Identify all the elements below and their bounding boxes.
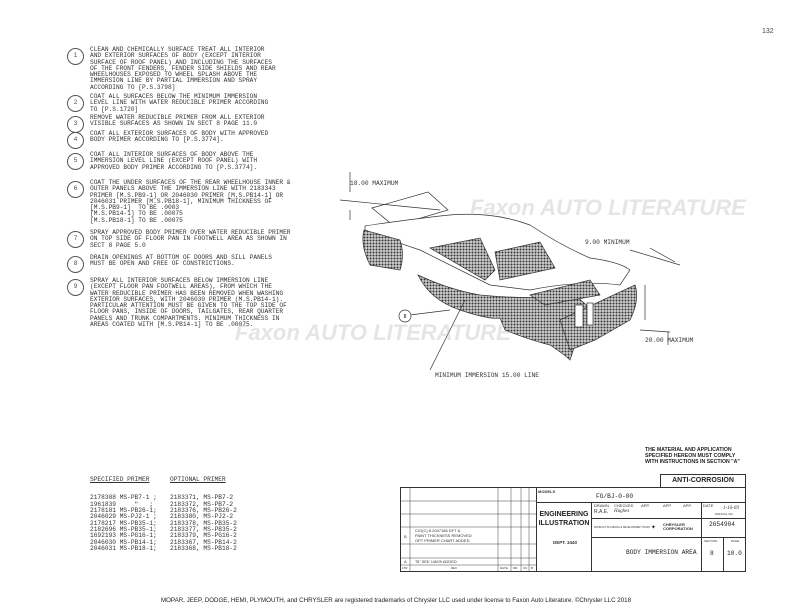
note-text: COAT ALL EXTERIOR SURFACES OF BODY WITH …: [90, 130, 269, 144]
date-value: 1-16-69: [723, 506, 739, 511]
models-value: FG/BJ-0-00: [596, 493, 634, 500]
note-text: SPRAY APPROVED BODY PRIMER OVER WATER RE…: [90, 229, 291, 249]
rev-header: B: [531, 566, 534, 570]
drawn-label: DRAWN: [594, 503, 609, 508]
dept-label: DEPT. 3440: [553, 540, 578, 545]
optional-primer-entry: 2183371, MS-PB7-2: [170, 494, 234, 502]
note-text: DRAIN OPENINGS AT BOTTOM OF DOORS AND SI…: [90, 254, 272, 268]
specified-primer-entry: 2046031 MS-PB18-1;: [90, 544, 157, 552]
revision-description: C/O(C) 8 2047186 DFT & PAINT THICKNESS R…: [415, 528, 472, 543]
trademark-footer: MOPAR, JEEP, DODGE, HEMI, PLYMOUTH, and …: [160, 597, 632, 604]
rev-header: LTR: [402, 566, 408, 570]
rev-header: DATE: [500, 566, 508, 570]
app-label: APP.: [683, 503, 692, 508]
watermark: Faxon AUTO LITERATURE: [470, 195, 746, 220]
note-text: COAT THE UNDER SURFACES OF THE REAR WHEE…: [90, 179, 291, 224]
title-block: B C/O(C) 8 2047186 DFT & PAINT THICKNESS…: [400, 487, 746, 572]
optional-primer-entry: 2183377, MS-PB35-2: [170, 525, 237, 533]
car-body-illustration: 8: [339, 172, 681, 371]
callout-circle: [398, 309, 412, 323]
specified-primer-column: SPECIFIED PRIMER 2178388 MS-PB7-1 ;19618…: [90, 464, 157, 565]
revision-letter: A: [404, 559, 407, 564]
specified-primer-entry: 2046030 MS-PB14-1;: [90, 538, 157, 546]
note-number-circle: 4: [67, 132, 84, 149]
optional-primer-header: OPTIONAL PRIMER: [170, 475, 226, 483]
note-text: REMOVE WATER REDUCIBLE PRIMER FROM ALL E…: [90, 114, 265, 128]
immersion-line-label: MINIMUM IMMERSION 15.00 LINE: [435, 372, 539, 379]
note-text: COAT ALL INTERIOR SURFACES OF BODY ABOVE…: [90, 151, 258, 171]
manual-value: 2654904: [709, 521, 735, 528]
specified-primer-entry: 1961839 " ;: [90, 500, 154, 508]
pentastar-icon: ✦: [651, 523, 656, 532]
optional-primer-entry: 2183380, MS-PJ2-2: [170, 513, 234, 521]
page-number: 132: [762, 28, 774, 35]
dim-right-label: 9.00 MINIMUM: [585, 239, 630, 246]
page-label: PAGE: [731, 539, 740, 543]
rev-header: DR: [513, 566, 518, 570]
note-text: CLEAN AND CHEMICALLY SURFACE TREAT ALL I…: [90, 46, 276, 91]
optional-primer-entry: 2183372, MS-PB7-2: [170, 500, 234, 508]
note-text: SPRAY ALL INTERIOR SURFACES BELOW IMMERS…: [90, 277, 287, 329]
specified-primer-header: SPECIFIED PRIMER: [90, 475, 150, 483]
callout-label: 8: [404, 314, 407, 320]
drawn-value: R.A.E.: [594, 509, 609, 515]
section-label: SECTION: [704, 539, 718, 543]
optional-primer-entry: 2183367, MS-PB14-2: [170, 538, 237, 546]
specified-primer-entry: 2046029 MS-PJ2-1 ;: [90, 513, 157, 521]
app-label: APP.: [641, 503, 650, 508]
category-label: ANTI-CORROSION: [660, 474, 746, 487]
optional-primer-entry: 2183368, MS-PB18-2: [170, 544, 237, 552]
models-label: MODELS: [538, 489, 556, 494]
optional-primer-entry: 2183378, MS-PB35-2: [170, 519, 237, 527]
revision-description: "B" SEE 1/8/09 ADDED: [415, 559, 457, 564]
rev-header: REV: [451, 566, 458, 570]
note-number-circle: 6: [67, 181, 84, 198]
engineering-illustration-label: ENGINEERING ILLUSTRATION: [538, 511, 590, 527]
note-number-circle: 8: [67, 256, 84, 273]
rev-header: CK: [523, 566, 528, 570]
dept-line: PRODUCT PLANNING & DEVELOPMENT STAFF: [594, 526, 651, 529]
note-text: COAT ALL SURFACES BELOW THE MINIMUM IMME…: [90, 93, 269, 113]
specified-primer-entry: 1692193 MS-PG16-1;: [90, 532, 157, 540]
specified-primer-entry: 2182696 MS-PB35-1;: [90, 525, 157, 533]
specified-primer-entry: 2178217 MS-PB35-1;: [90, 519, 157, 527]
section-value: 8: [710, 550, 714, 557]
checked-label: CHECKED: [614, 503, 634, 508]
watermark: Faxon AUTO LITERATURE: [235, 320, 511, 345]
compliance-note: THE MATERIAL AND APPLICATION SPECIFIED H…: [645, 447, 740, 465]
dim-bottom-right-label: 20.00 MAXIMUM: [645, 337, 694, 344]
drawing-title: BODY IMMERSION AREA: [626, 549, 697, 556]
specified-primer-entry: 2178388 MS-PB7-1 ;: [90, 494, 157, 502]
note-number-circle: 9: [67, 279, 84, 296]
note-number-circle: 1: [67, 48, 84, 65]
note-number-circle: 3: [67, 116, 84, 133]
checked-value: Hughes: [614, 509, 630, 514]
optional-primer-entry: 2183379, MS-PG16-2: [170, 532, 237, 540]
specified-primer-entry: 2178181 MS-PB26-1;: [90, 507, 157, 515]
date-label: DATE: [703, 503, 714, 508]
note-number-circle: 2: [67, 95, 84, 112]
manual-label: MANUAL NO.: [715, 512, 734, 516]
revision-letter: B: [404, 534, 407, 539]
app-label: APP.: [663, 503, 672, 508]
brand-logo: CHRYSLER CORPORATION: [663, 522, 693, 531]
note-number-circle: 5: [67, 153, 84, 170]
optional-primer-entry: 2183376, MS-PB26-2: [170, 507, 237, 515]
note-number-circle: 7: [67, 231, 84, 248]
page-value: 10.0: [727, 550, 742, 557]
revision-block: B C/O(C) 8 2047186 DFT & PAINT THICKNESS…: [401, 488, 537, 571]
dim-top-label: 18.00 MAXIMUM: [350, 180, 399, 187]
